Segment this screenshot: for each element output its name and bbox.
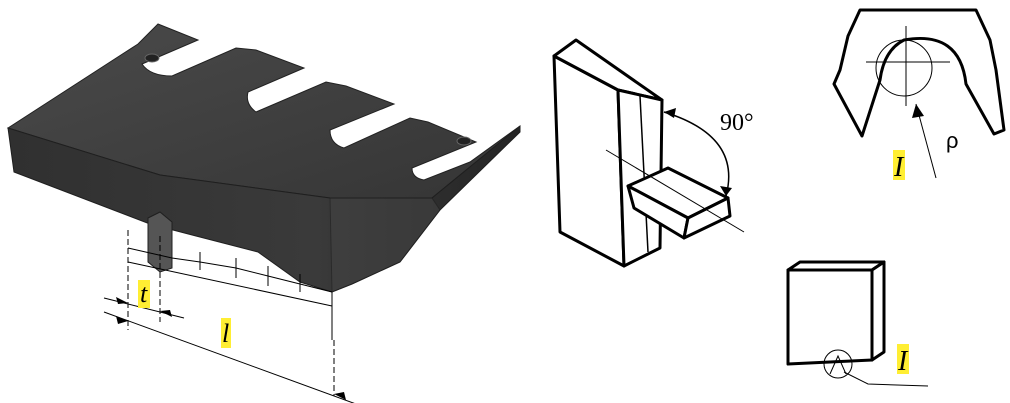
notch-callout <box>823 349 929 387</box>
detail-bottom-label: I <box>897 346 909 377</box>
mounting-hole-left <box>144 53 160 63</box>
radius-arrow <box>912 104 924 118</box>
plate-top-face <box>6 23 521 199</box>
block-side-face <box>616 88 664 268</box>
thickness-label-highlight <box>138 280 150 308</box>
notch-detail <box>832 8 1006 138</box>
specimen-block <box>552 38 732 268</box>
notch-profile <box>832 8 1006 138</box>
notched-block-side <box>870 260 886 362</box>
detail-top-label: I <box>893 152 905 183</box>
mounting-hole-right <box>456 136 472 146</box>
thickness-label: t <box>140 279 148 308</box>
bent-specimen-end <box>682 196 732 240</box>
angle-label: 90° <box>720 110 754 136</box>
slotted-plate <box>6 23 521 293</box>
detail-top-label-highlight <box>893 150 905 180</box>
angle-markings <box>605 111 745 233</box>
radius-label: ρ <box>946 128 959 153</box>
plate-chamfer <box>329 197 441 293</box>
dimension-arrows <box>116 297 346 400</box>
notched-block <box>786 260 886 366</box>
detail-bottom-label-highlight <box>897 344 909 374</box>
length-label-highlight <box>221 318 231 348</box>
length-label: l <box>222 319 229 348</box>
notch-center-marks <box>866 26 950 179</box>
notched-block-front <box>786 268 874 366</box>
angle-arrows <box>664 108 732 196</box>
